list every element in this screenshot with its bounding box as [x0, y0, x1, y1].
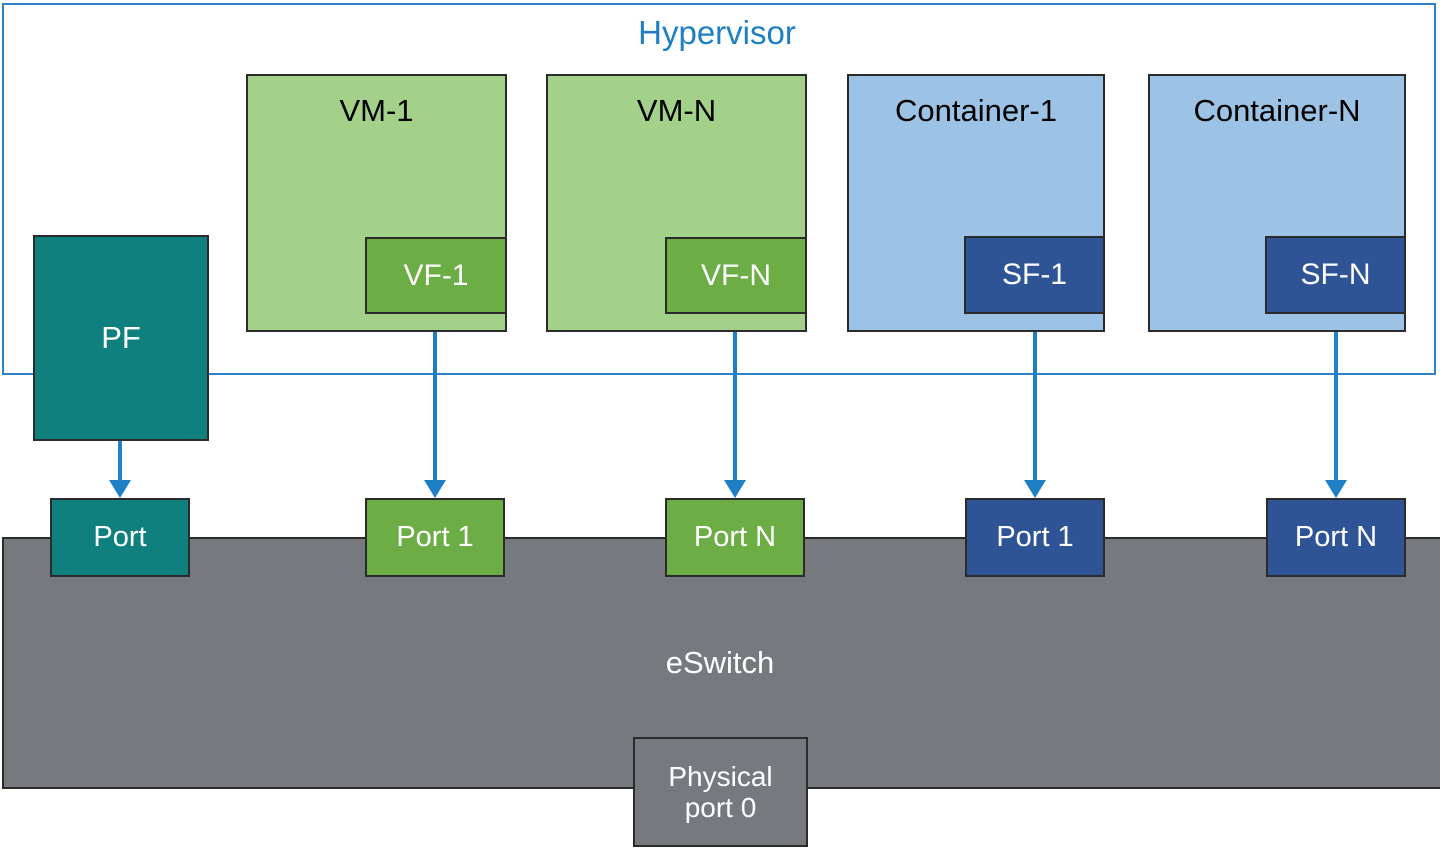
- vf-1-block[interactable]: VF-1: [365, 237, 507, 314]
- vm-1-port-block[interactable]: Port 1: [365, 498, 505, 577]
- physical-port-label-line2: port 0: [684, 792, 757, 823]
- vm-1-label: VM-1: [339, 93, 414, 128]
- vf-1-label: VF-1: [403, 258, 469, 292]
- container-1-connector-arrowhead: [1024, 480, 1046, 498]
- container-n-port-label: Port N: [1294, 521, 1378, 554]
- vf-n-label: VF-N: [701, 258, 771, 292]
- vm-1-connector-arrowhead: [424, 480, 446, 498]
- vm-1-block[interactable]: VM-1: [246, 74, 507, 332]
- vm-1-connector-line: [433, 332, 437, 483]
- container-1-port-block[interactable]: Port 1: [965, 498, 1105, 577]
- vm-n-port-block[interactable]: Port N: [665, 498, 805, 577]
- container-1-port-label: Port 1: [996, 521, 1074, 554]
- pf-label: PF: [101, 319, 141, 355]
- physical-port-label-line1: Physical: [668, 760, 773, 792]
- container-n-label: Container-N: [1193, 93, 1361, 128]
- sf-1-block[interactable]: SF-1: [964, 236, 1105, 314]
- container-n-connector-line: [1334, 332, 1338, 483]
- vm-n-connector-line: [733, 332, 737, 483]
- hypervisor-boundary: [2, 3, 1436, 375]
- vm-n-port-label: Port N: [693, 521, 777, 554]
- pf-port-block[interactable]: Port: [50, 498, 190, 577]
- sf-n-block[interactable]: SF-N: [1265, 236, 1406, 314]
- physical-port-block[interactable]: Physical port 0: [633, 737, 808, 847]
- vm-1-port-label: Port 1: [396, 521, 474, 554]
- pf-block[interactable]: PF: [33, 235, 209, 441]
- container-1-connector-line: [1033, 332, 1037, 483]
- container-n-port-block[interactable]: Port N: [1266, 498, 1406, 577]
- pf-port-label: Port: [93, 521, 147, 554]
- container-1-label: Container-1: [895, 93, 1057, 128]
- pf-connector-arrowhead: [109, 480, 131, 498]
- pf-connector-line: [118, 441, 122, 483]
- vf-n-block[interactable]: VF-N: [665, 237, 807, 314]
- hypervisor-label: Hypervisor: [638, 14, 796, 51]
- eswitch-label: eSwitch: [665, 645, 775, 680]
- sf-n-label: SF-N: [1300, 258, 1371, 292]
- vm-n-label: VM-N: [636, 93, 717, 128]
- container-n-connector-arrowhead: [1325, 480, 1347, 498]
- vm-n-connector-arrowhead: [724, 480, 746, 498]
- sf-1-label: SF-1: [1001, 258, 1067, 292]
